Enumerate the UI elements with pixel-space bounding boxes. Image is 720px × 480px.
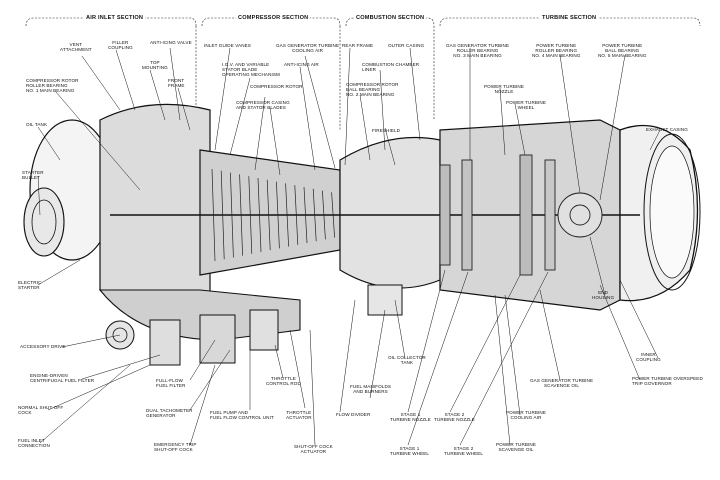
label-stage1-turbine-nozzle: STAGE 1 TURBINE NOZZLE [390,412,431,423]
label-stage2-turbine-nozzle: STAGE 2 TURBINE NOZZLE [434,412,475,423]
compressor-blade-row [257,177,262,253]
label-accessory-drive: ACCESSORY DRIVE [20,344,66,349]
label-rear-frame: REAR FRAME [342,43,374,48]
label-vent-attachment: VENT ATTACHMENT [60,42,92,53]
section-turbine: TURBINE SECTION [540,15,599,22]
label-shutoff-cock-actuator: SHUT-OFF COCK ACTUATOR [294,444,333,455]
compressor-blade-row [294,185,299,245]
label-fuel-manifolds-burners: FUEL MANIFOLDS AND BURNERS [350,384,392,395]
label-filler-coupling: FILLER COUPLING [108,40,133,51]
label-pt-ball-bearing: POWER TURBINE BALL BEARING No. 5 MAIN BE… [598,43,647,59]
label-stage1-turbine-wheel: STAGE 1 TURBINE WHEEL [390,446,430,457]
compressor-blade-row [312,188,317,242]
label-fireshield: FIRESHIELD [372,128,401,133]
section-combustion: COMBUSTION SECTION [354,15,427,22]
label-emergency-trip-shutoff-cock: EMERGENCY TRIP SHUT-OFF COCK [154,442,197,453]
front-frame-shape [99,103,211,309]
label-compressor-casing: COMPRESSOR CASING AND STATOR BLADES [236,100,290,111]
label-flow-divider: FLOW DIVIDER [336,412,371,417]
label-dual-tachometer-generator: DUAL TACHOMETER GENERATOR [146,408,193,419]
label-front-frame: FRONT FRAME [168,78,185,89]
compressor-blade-row [303,186,308,244]
compressor-casing-shape [199,149,341,276]
compressor-blade-row [322,190,326,240]
label-outer-casing: OUTER CASING [388,43,425,48]
label-inner-coupling: INNER COUPLING [636,352,661,363]
label-throttle-control-rod: THROTTLE CONTROL ROD [266,376,301,387]
label-oil-tank: OIL TANK [26,122,48,127]
label-stage2-turbine-wheel: STAGE 2 TURBINE WHEEL [444,446,484,457]
compressor-blade-row [285,183,289,247]
turbine-wheels [439,154,603,276]
section-compressor: COMPRESSOR SECTION [236,15,311,22]
label-combustion-chamber-liner: COMBUSTION CHAMBER LINER [362,62,420,73]
label-full-flow-fuel-filter: FULL-FLOW FUEL FILTER [156,378,186,389]
label-igv-stator-mechanism: I.G.V. AND VARIABLE STATOR BLADE OPERATI… [222,62,280,78]
leader-lines [37,47,661,446]
label-engine-driven-fuel-filter: ENGINE-DRIVEN CENTRIFUGAL FUEL FILTER [30,373,95,384]
starter-bullet-shape [23,187,65,257]
label-compressor-rotor-ball-bearing: COMPRESSOR ROTOR BALL BEARING No. 2 MAIN… [346,82,399,98]
label-pt-overspeed-trip-governor: POWER TURBINE OVERSPEED TRIP GOVERNOR [632,376,703,387]
label-top-mounting: TOP MOUNTING [142,60,168,71]
label-starter-bullet: STARTER BULLET [22,170,44,181]
label-throttle-actuator: THROTTLE ACTUATOR [286,410,312,421]
turbine-bracket [439,17,701,27]
label-compressor-rotor-roller-bearing: COMPRESSOR ROTOR ROLLER BEARING No. 1 MA… [26,78,79,94]
compressor-blade-row [276,181,280,249]
compressor-blade-rows [211,168,335,262]
combustion-casing-shape [339,136,441,289]
label-normal-shutoff-cock: NORMAL SHUT-OFF COCK [18,405,64,416]
label-electric-starter: ELECTRIC STARTER [18,280,42,291]
label-inlet-guide-vanes: INLET GUIDE VANES [204,43,251,48]
label-gg-turbine-scavenge-oil: GAS GENERATOR TURBINE SCAVENGE OIL [530,378,594,389]
label-pt-scavenge-oil: POWER TURBINE SCAVENGE OIL [496,442,537,453]
compressor-blade-row [230,172,234,258]
compressor-blade-row [239,174,243,256]
label-anti-icing-air: ANTI-ICING AIR [284,62,319,67]
label-pt-cooling-air: POWER TURBINE COOLING AIR [506,410,547,421]
label-power-turbine-wheel: POWER TURBINE WHEEL [506,100,547,111]
label-oil-collector-tank: OIL COLLECTOR TANK [388,355,426,366]
label-anti-icing-valve: ANTI-ICING VALVE [150,40,192,45]
label-pt-roller-bearing: POWER TURBINE ROLLER BEARING No. 4 MAIN … [532,43,581,59]
compressor-blade-row [331,192,335,238]
label-gas-generator-turbine-cooling-air: GAS GENERATOR TURBINE COOLING AIR [276,43,340,54]
label-gg-turbine-roller-bearing: GAS GENERATOR TURBINE ROLLER BEARING No.… [446,43,510,59]
label-power-turbine-nozzle: POWER TURBINE NOZZLE [484,84,525,95]
section-air-inlet: AIR INLET SECTION [84,15,146,22]
label-fuel-inlet-connection: FUEL INLET CONNECTION [18,438,50,449]
compressor-blade-row [211,168,216,262]
label-compressor-rotor: COMPRESSOR ROTOR [250,84,303,89]
air-inlet-bracket [25,17,197,27]
label-end-housing: END HOUSING [592,290,615,301]
compressor-blade-row [220,170,225,260]
label-fuel-pump-flow-control: FUEL PUMP AND FUEL FLOW CONTROL UNIT [210,410,274,421]
engine-body [23,103,701,366]
compressor-blade-row [248,176,253,254]
compressor-blade-row [266,179,271,251]
label-exhaust-casing: EXHAUST CASING [646,127,688,132]
